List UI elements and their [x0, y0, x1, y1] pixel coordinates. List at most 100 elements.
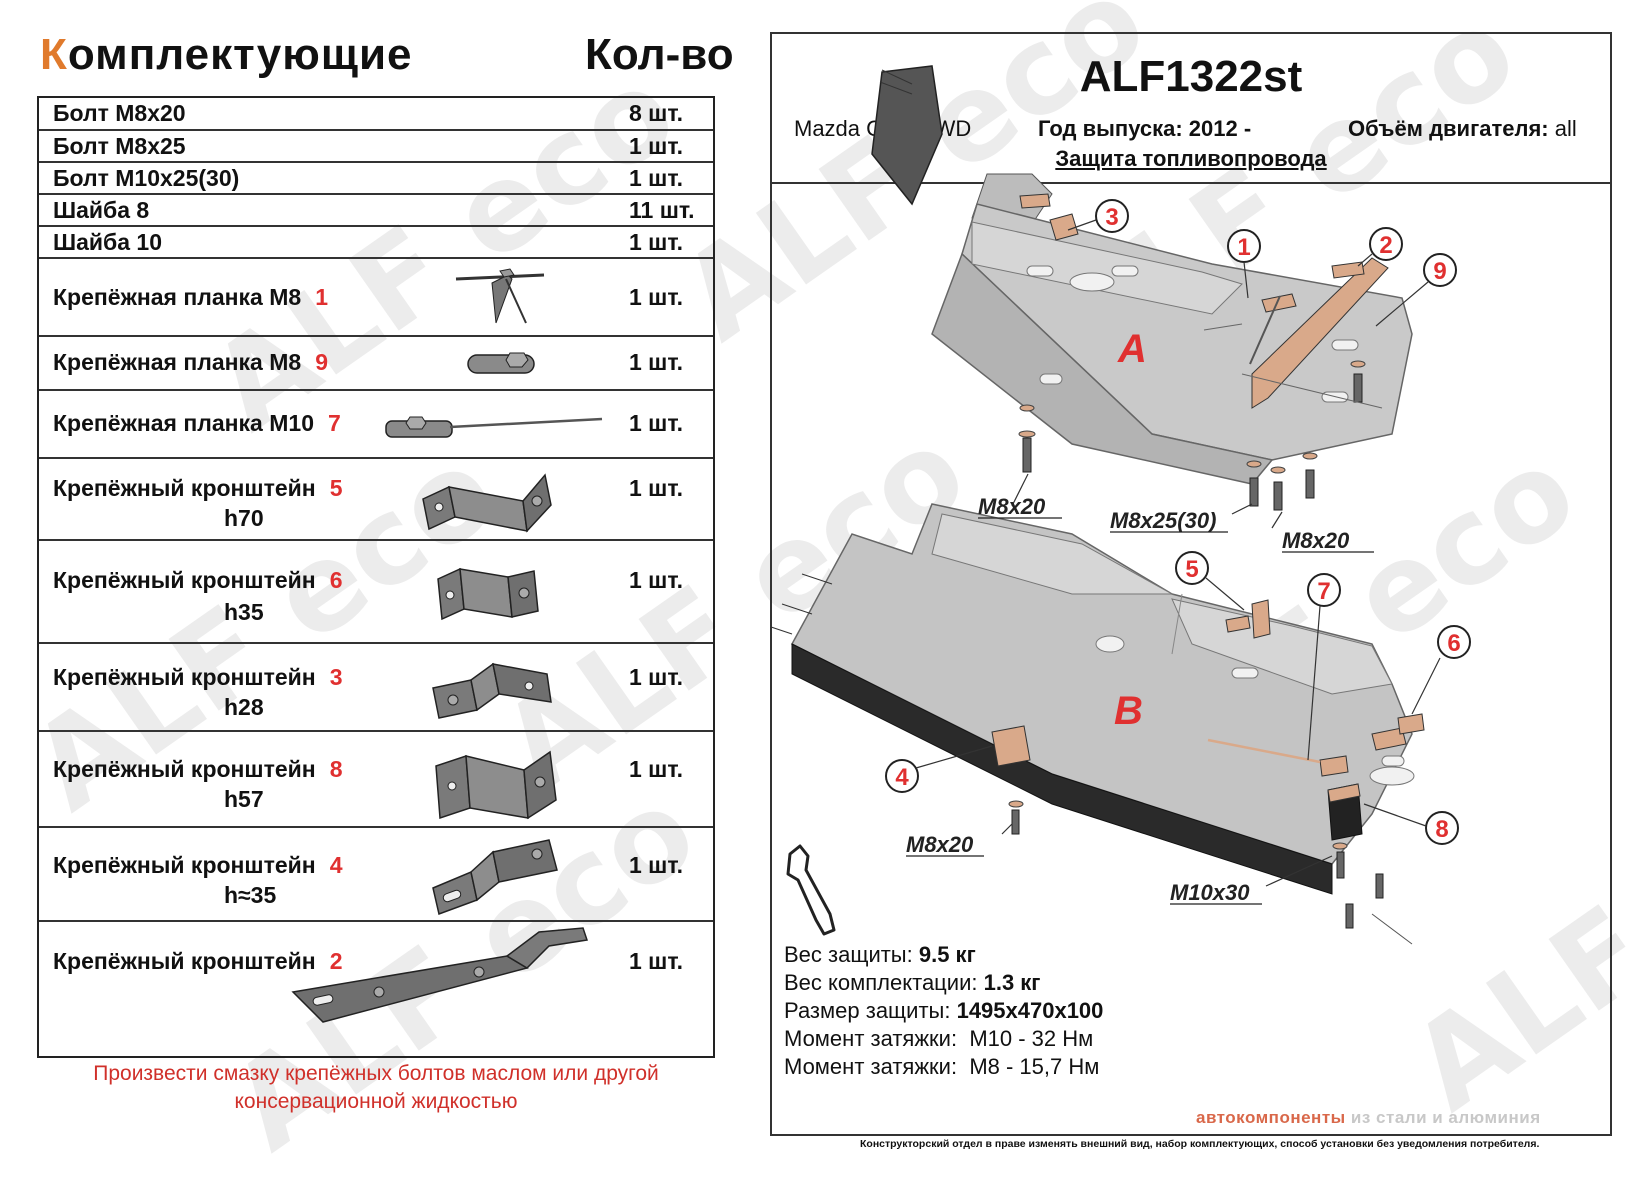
disclaimer: Конструкторский отдел в праве изменять в… [860, 1138, 1540, 1150]
wrench-icon [786, 844, 836, 936]
bracket-long-icon [291, 927, 588, 1023]
title-rest: омплектующие [67, 30, 413, 79]
part-qty: 1 шт. [629, 948, 683, 974]
part-qty: 1 шт. [629, 284, 683, 310]
part-qty: 1 шт. [629, 852, 683, 878]
assembly-drawing: A B 1 2 3 4 5 6 7 8 9 [772, 65, 1471, 945]
part-height: h70 [224, 505, 264, 531]
parts-table: Болт М8х20 8 шт. Болт М8х25 1 шт. Болт М… [37, 96, 715, 1058]
part-callout-number: 7 [328, 410, 341, 436]
part-callout-number: 5 [329, 475, 343, 501]
product-header: ALF1322st Mazda CX-5 2WD Год выпуска: 20… [772, 34, 1610, 184]
part-qty: 1 шт. [629, 165, 683, 191]
part-row: Болт М8х20 8 шт. [39, 98, 713, 129]
part-callout-number: 1 [315, 284, 328, 310]
bolt-label-a-left: M8x20 [978, 494, 1046, 519]
bracket-h57-icon [435, 750, 557, 820]
engine-label: Объём двигателя: [1348, 116, 1549, 141]
article-number: ALF1322st [1079, 52, 1303, 101]
part-height: h≈35 [224, 882, 277, 908]
part-height: h28 [224, 694, 264, 720]
callout-4: 4 [895, 764, 909, 791]
bolt-label-b-left: M8x20 [906, 832, 974, 857]
spec-kit-weight: Вес комплектации: 1.3 кг [784, 970, 1041, 995]
engine-volume: Объём двигателя: all [1348, 116, 1577, 142]
spec-torque-m8: Момент затяжки: М8 - 15,7 Нм [784, 1054, 1100, 1079]
engine-value: all [1554, 116, 1577, 141]
quantity-title: Кол-во [585, 30, 734, 79]
part-qty: 1 шт. [629, 756, 683, 782]
part-callout-number: 4 [329, 852, 343, 878]
part-row: Болт М10х25(30) 1 шт. [39, 161, 713, 193]
part-qty: 8 шт. [629, 100, 683, 126]
plate-b-fasteners [991, 599, 1425, 945]
part-height: h35 [224, 599, 264, 625]
production-year: Год выпуска: 2012 - [1038, 116, 1252, 141]
callout-8: 8 [1435, 816, 1448, 843]
part-callout-number: 6 [329, 567, 343, 593]
part-qty: 11 шт. [629, 197, 695, 223]
note-line: консервационной жидкостью [234, 1090, 518, 1113]
part-qty: 1 шт. [629, 567, 683, 593]
part-qty: 1 шт. [629, 349, 683, 375]
mounting-plate-m8-small-icon [467, 352, 535, 374]
bolt-label-a-right: M8x20 [1282, 528, 1350, 553]
drawing-panel: ALF1322st Mazda CX-5 2WD Год выпуска: 20… [770, 32, 1612, 1136]
callout-5: 5 [1185, 556, 1198, 583]
part-name: Шайба 10 [53, 229, 163, 255]
part-callout-number: 8 [329, 756, 343, 782]
part-qty: 1 шт. [629, 133, 683, 159]
mounting-plate-m8-icon [455, 268, 545, 324]
part-qty: 1 шт. [629, 410, 683, 436]
bracket-h70-icon [422, 473, 552, 533]
part-callout-number: 9 [315, 349, 328, 375]
part-name: Болт М8х20 [53, 100, 186, 126]
bracket-h28-icon [432, 662, 552, 719]
plate-a-label: A [1117, 327, 1147, 371]
plate-b-label: B [1114, 689, 1143, 733]
part-row: Шайба 10 1 шт. [39, 225, 713, 257]
note-line: Произвести смазку крепёжных болтов масло… [93, 1062, 659, 1085]
spec-size: Размер защиты: 1495х470х100 [784, 998, 1104, 1023]
bracket-h35-icon [437, 567, 539, 621]
callout-1: 1 [1237, 234, 1250, 261]
plate-a-fasteners [1018, 193, 1389, 511]
part-qty: 1 шт. [629, 664, 683, 690]
product-name: Защита топливопровода [1055, 146, 1327, 171]
plate-a [871, 65, 1413, 485]
parts-list-title: Комплектующие [40, 30, 412, 80]
plate-b [772, 503, 1415, 895]
callout-9: 9 [1433, 258, 1446, 285]
part-callout-number: 2 [329, 948, 343, 974]
part-callout-number: 3 [329, 664, 343, 690]
spec-torque-m10: Момент затяжки: М10 - 32 Нм [784, 1026, 1094, 1051]
part-height: h57 [224, 786, 264, 812]
callout-3: 3 [1105, 204, 1118, 231]
part-row: Шайба 8 11 шт. [39, 193, 713, 225]
part-qty: 1 шт. [629, 229, 683, 255]
part-qty: 1 шт. [629, 475, 683, 501]
callout-2: 2 [1379, 232, 1392, 259]
callout-6: 6 [1447, 630, 1460, 657]
mounting-plate-m10-icon [385, 416, 603, 438]
bolt-label-b-bottom: M10x30 [1170, 880, 1250, 905]
title-first-letter: К [40, 30, 68, 79]
bolt-label-a-mid: M8x25(30) [1110, 508, 1216, 533]
